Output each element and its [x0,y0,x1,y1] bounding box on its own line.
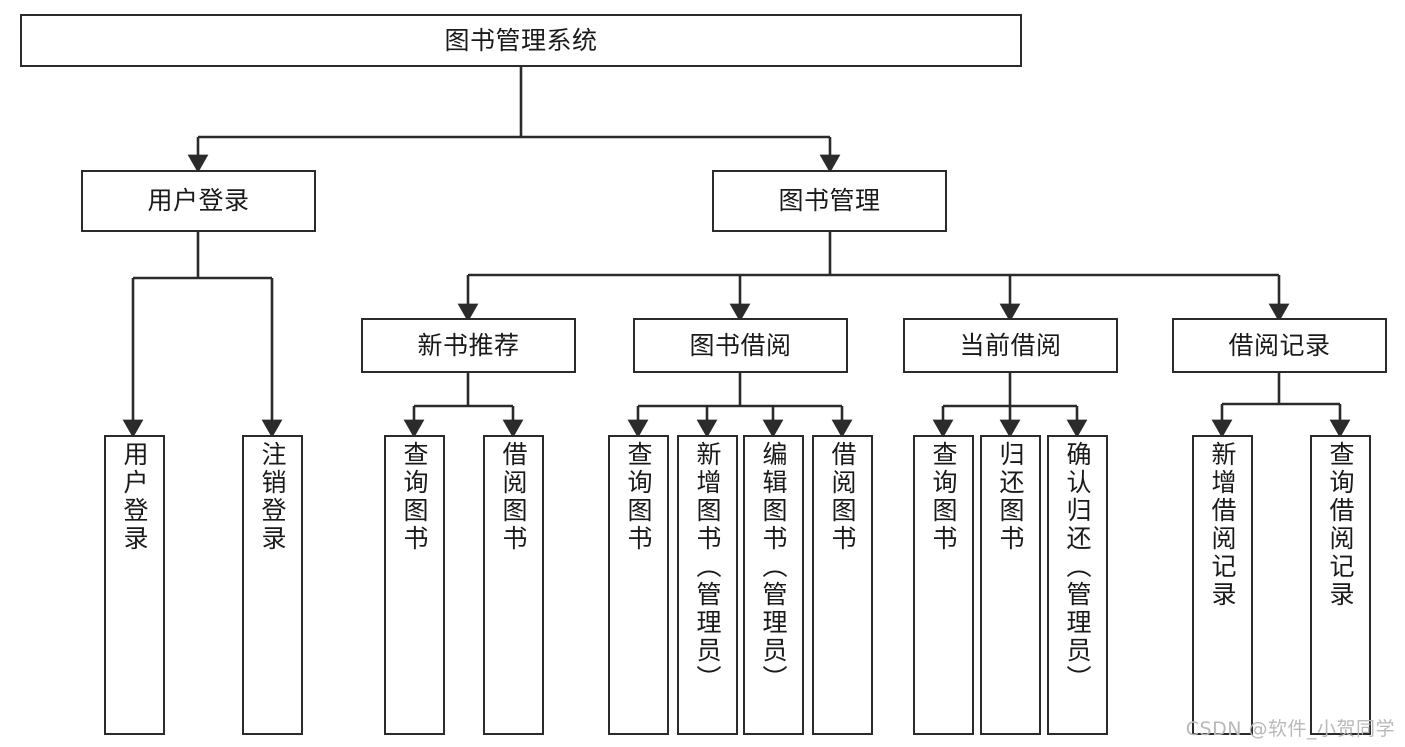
node-label: 图书管理系统 [444,25,598,55]
leaf-add-book-admin[interactable]: 新增图书（管理员） [677,435,738,735]
node-label: 归还图书 [996,441,1025,553]
leaf-add-borrow-record[interactable]: 新增借阅记录 [1192,435,1253,735]
node-user-login[interactable]: 用户登录 [81,170,316,232]
node-label: 注销登录 [258,441,287,553]
leaf-edit-book-admin[interactable]: 编辑图书（管理员） [743,435,804,735]
node-label: 编辑图书（管理员） [759,441,788,693]
leaf-confirm-return-admin[interactable]: 确认归还（管理员） [1047,435,1108,735]
leaf-return-book[interactable]: 归还图书 [980,435,1041,735]
node-root-book-management-system[interactable]: 图书管理系统 [20,14,1022,67]
node-label: 借阅图书 [828,441,857,553]
node-label: 用户登录 [147,186,250,215]
node-label: 查询图书 [400,441,429,553]
leaf-logout-login[interactable]: 注销登录 [242,435,303,735]
node-label: 图书借阅 [689,330,792,360]
node-borrow-record[interactable]: 借阅记录 [1172,318,1387,373]
node-label: 用户登录 [120,441,149,553]
leaf-user-login[interactable]: 用户登录 [104,435,165,735]
node-label: 图书管理 [778,186,881,215]
leaf-query-book-current[interactable]: 查询图书 [913,435,974,735]
node-label: 查询借阅记录 [1326,441,1355,609]
node-new-book-recommend[interactable]: 新书推荐 [361,318,576,373]
csdn-watermark: CSDN @软件_小贺同学 [1185,718,1395,740]
node-label: 借阅图书 [499,441,528,553]
node-label: 查询图书 [624,441,653,553]
node-label: 当前借阅 [959,330,1062,360]
node-book-management[interactable]: 图书管理 [712,170,947,232]
node-label: 确认归还（管理员） [1063,441,1092,693]
node-label: 新增借阅记录 [1208,441,1237,609]
node-book-borrow[interactable]: 图书借阅 [633,318,848,373]
node-label: 新书推荐 [417,330,520,360]
node-label: 查询图书 [929,441,958,553]
leaf-query-borrow-record[interactable]: 查询借阅记录 [1310,435,1371,735]
leaf-query-book-recommend[interactable]: 查询图书 [384,435,445,735]
leaf-borrow-book[interactable]: 借阅图书 [812,435,873,735]
node-current-borrow[interactable]: 当前借阅 [903,318,1118,373]
leaf-query-book-borrow[interactable]: 查询图书 [608,435,669,735]
leaf-borrow-book-recommend[interactable]: 借阅图书 [483,435,544,735]
node-label: 新增图书（管理员） [693,441,722,693]
node-label: 借阅记录 [1228,330,1331,360]
